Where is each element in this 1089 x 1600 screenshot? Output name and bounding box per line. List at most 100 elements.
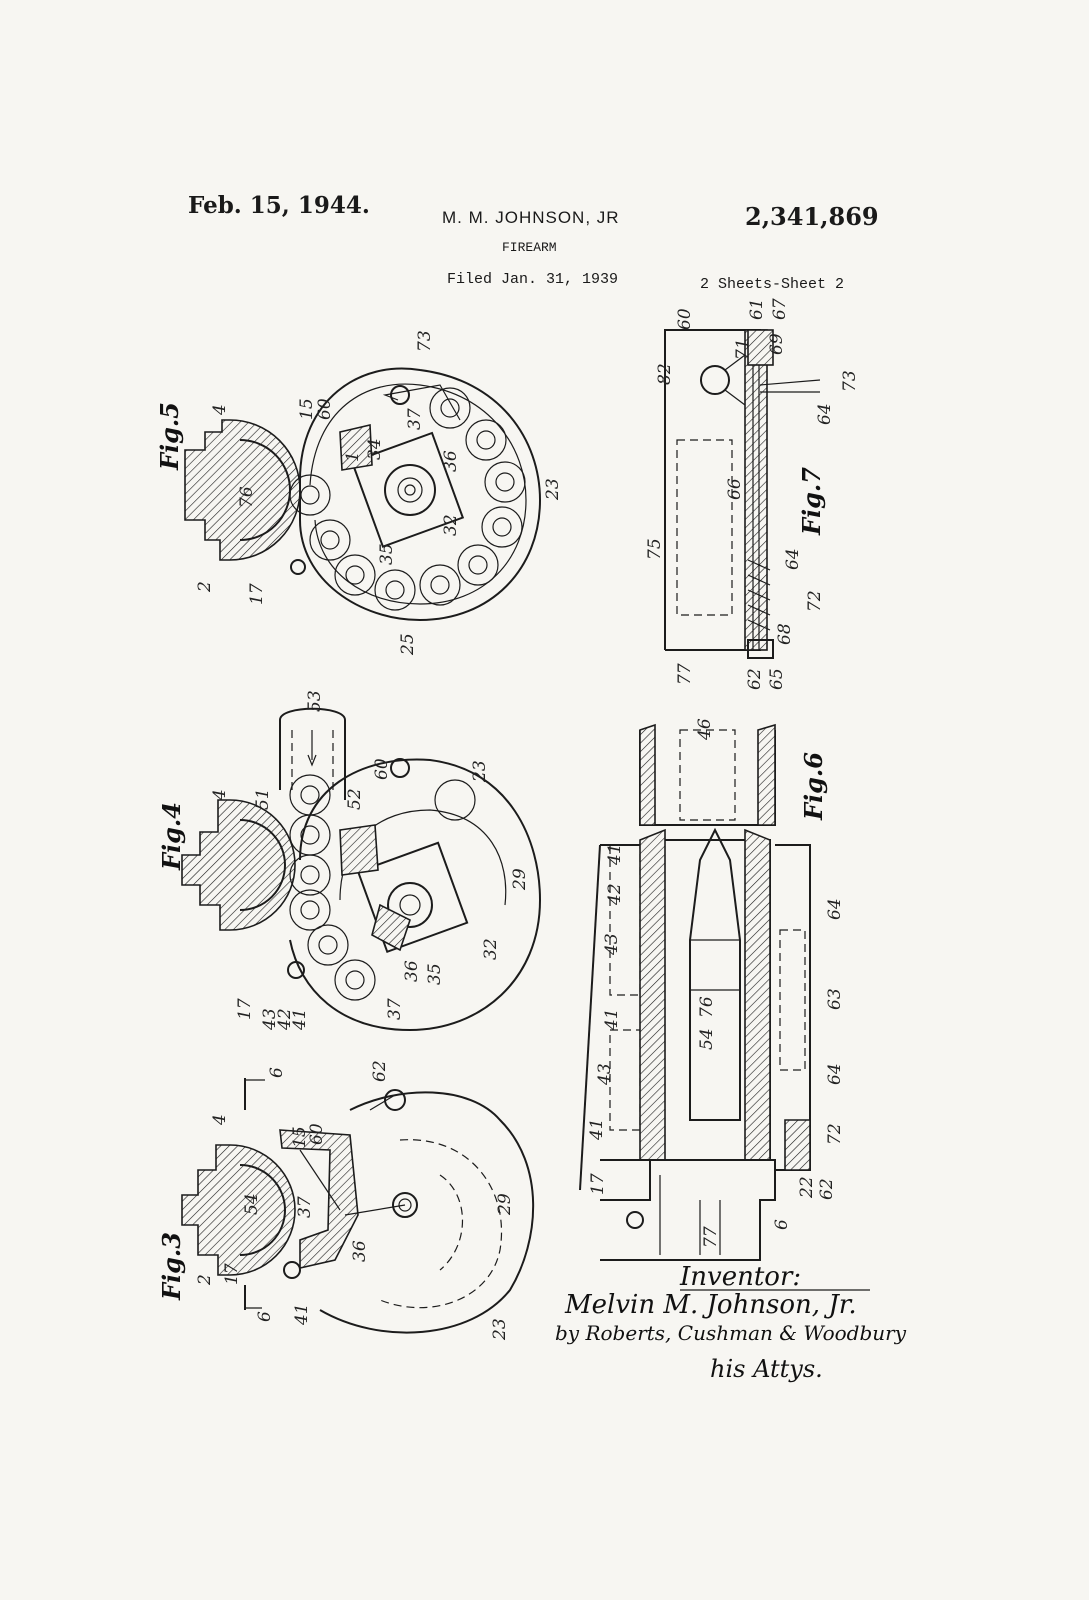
ref-numeral: 42: [605, 883, 625, 906]
fig6-reference-numerals: 46 41 42 43 41 43 41 76 54 64 63 64 72 2…: [587, 718, 845, 1248]
ref-numeral: 65: [767, 668, 787, 690]
ref-numeral: 60: [675, 308, 695, 330]
ref-numeral: 2: [195, 1274, 215, 1286]
ref-numeral: 41: [290, 1008, 310, 1031]
fig6-label: Fig.6: [799, 752, 828, 821]
ref-numeral: 41: [602, 1008, 622, 1031]
ref-numeral: 76: [697, 996, 717, 1018]
ref-numeral: 60: [307, 1123, 327, 1145]
ref-numeral: 17: [235, 998, 255, 1020]
ref-numeral: 52: [345, 788, 365, 810]
ref-numeral: 37: [405, 408, 425, 430]
ref-numeral: 6: [772, 1219, 792, 1230]
ref-numeral: 1: [343, 451, 363, 462]
ref-numeral: 2: [195, 581, 215, 593]
signature-block: Inventor: Melvin M. Johnson, Jr. by Robe…: [555, 1262, 907, 1383]
ref-numeral: 67: [770, 298, 790, 320]
ref-numeral: 29: [510, 868, 530, 891]
ref-numeral: 32: [441, 514, 461, 536]
ref-numeral: 41: [587, 1118, 607, 1141]
patent-number: 2,341,869: [745, 202, 879, 231]
ref-numeral: 4: [210, 789, 230, 801]
ref-numeral: 73: [415, 330, 435, 352]
ref-numeral: 43: [595, 1063, 615, 1086]
ref-numeral: 23: [490, 1318, 510, 1341]
ref-numeral: 71: [733, 338, 753, 360]
ref-numeral: 17: [222, 1263, 242, 1285]
ref-numeral: 66: [725, 478, 745, 500]
ref-numeral: 32: [481, 938, 501, 960]
ref-numeral: 64: [783, 548, 803, 570]
ref-numeral: 76: [237, 486, 257, 508]
ref-numeral: 62: [817, 1178, 837, 1200]
ref-numeral: 29: [495, 1193, 515, 1216]
ref-numeral: 75: [645, 538, 665, 560]
ref-numeral: 77: [675, 663, 695, 685]
figure-5: [184, 367, 542, 622]
ref-numeral: 60: [372, 758, 392, 780]
attorneys-signature: by Roberts, Cushman & Woodbury: [555, 1321, 907, 1345]
figure-7: [664, 329, 821, 659]
ref-numeral: 62: [370, 1060, 390, 1082]
ref-numeral: 15: [297, 398, 317, 420]
ref-numeral: 17: [247, 583, 267, 605]
ref-numeral: 63: [825, 988, 845, 1010]
ref-numeral: 35: [425, 963, 445, 985]
ref-numeral: 64: [825, 1063, 845, 1085]
ref-numeral: 37: [385, 998, 405, 1020]
ref-numeral: 46: [695, 718, 715, 741]
ref-numeral: 72: [825, 1123, 845, 1145]
ref-numeral: 82: [655, 363, 675, 385]
ref-numeral: 6: [255, 1311, 275, 1322]
ref-numeral: 43: [260, 1008, 280, 1031]
ref-numeral: 36: [441, 450, 461, 472]
ref-numeral: 64: [815, 403, 835, 425]
ref-numeral: 35: [377, 543, 397, 565]
ref-numeral: 17: [588, 1173, 608, 1195]
ref-numeral: 69: [767, 333, 787, 355]
ref-numeral: 41: [292, 1303, 312, 1326]
ref-numeral: 25: [398, 633, 418, 656]
ref-numeral: 36: [402, 960, 422, 982]
filed-date: Filed Jan. 31, 1939: [447, 271, 619, 288]
inventor-heading: Inventor:: [679, 1262, 801, 1292]
patent-title: FIREARM: [502, 240, 557, 255]
ref-numeral: 15: [290, 1126, 310, 1148]
ref-numeral: 34: [365, 438, 385, 460]
ref-numeral: 42: [275, 1008, 295, 1031]
figure-4: [181, 707, 542, 1032]
fig5-label: Fig.5: [155, 402, 184, 471]
ref-numeral: 37: [295, 1196, 315, 1218]
fig4-label: Fig.4: [157, 802, 186, 871]
inventor-signature-name: Melvin M. Johnson, Jr.: [564, 1290, 857, 1320]
figure-3: [181, 1078, 535, 1334]
ref-numeral: 43: [602, 933, 622, 956]
ref-numeral: 64: [825, 898, 845, 920]
figure-6: [579, 723, 811, 1261]
ref-numeral: 72: [805, 590, 825, 612]
ref-numeral: 54: [697, 1028, 717, 1050]
ref-numeral: 22: [797, 1176, 817, 1199]
ref-numeral: 54: [242, 1193, 262, 1215]
fig7-reference-numerals: 60 61 67 82 71 69 73 64 66 75 64 72 68 7…: [645, 298, 860, 690]
ref-numeral: 62: [745, 668, 765, 690]
fig5-reference-numerals: 73 4 15 60 37 1 34 36 76 32 2 35 17 25 2…: [195, 330, 563, 656]
ref-numeral: 41: [605, 843, 625, 866]
fig3-label: Fig.3: [157, 1232, 186, 1301]
ref-numeral: 23: [543, 478, 563, 501]
ref-numeral: 4: [210, 404, 230, 416]
fig7-label: Fig.7: [797, 467, 826, 536]
ref-numeral: 23: [470, 760, 490, 783]
fig3-reference-numerals: 6 62 4 15 60 54 37 36 29 2 17 41 23 6: [195, 1060, 515, 1341]
ref-numeral: 68: [775, 623, 795, 645]
ref-numeral: 6: [267, 1067, 287, 1078]
ref-numeral: 4: [210, 1114, 230, 1126]
attorneys-role: his Attys.: [710, 1355, 823, 1383]
ref-numeral: 51: [253, 788, 273, 810]
ref-numeral: 61: [747, 298, 767, 320]
ref-numeral: 73: [840, 370, 860, 392]
ref-numeral: 53: [305, 690, 325, 712]
fig4-reference-numerals: 53 4 51 52 60 23 29 32 36 35 37 41 42 43…: [210, 690, 530, 1031]
inventor-header: M. M. JOHNSON, JR: [442, 208, 620, 227]
